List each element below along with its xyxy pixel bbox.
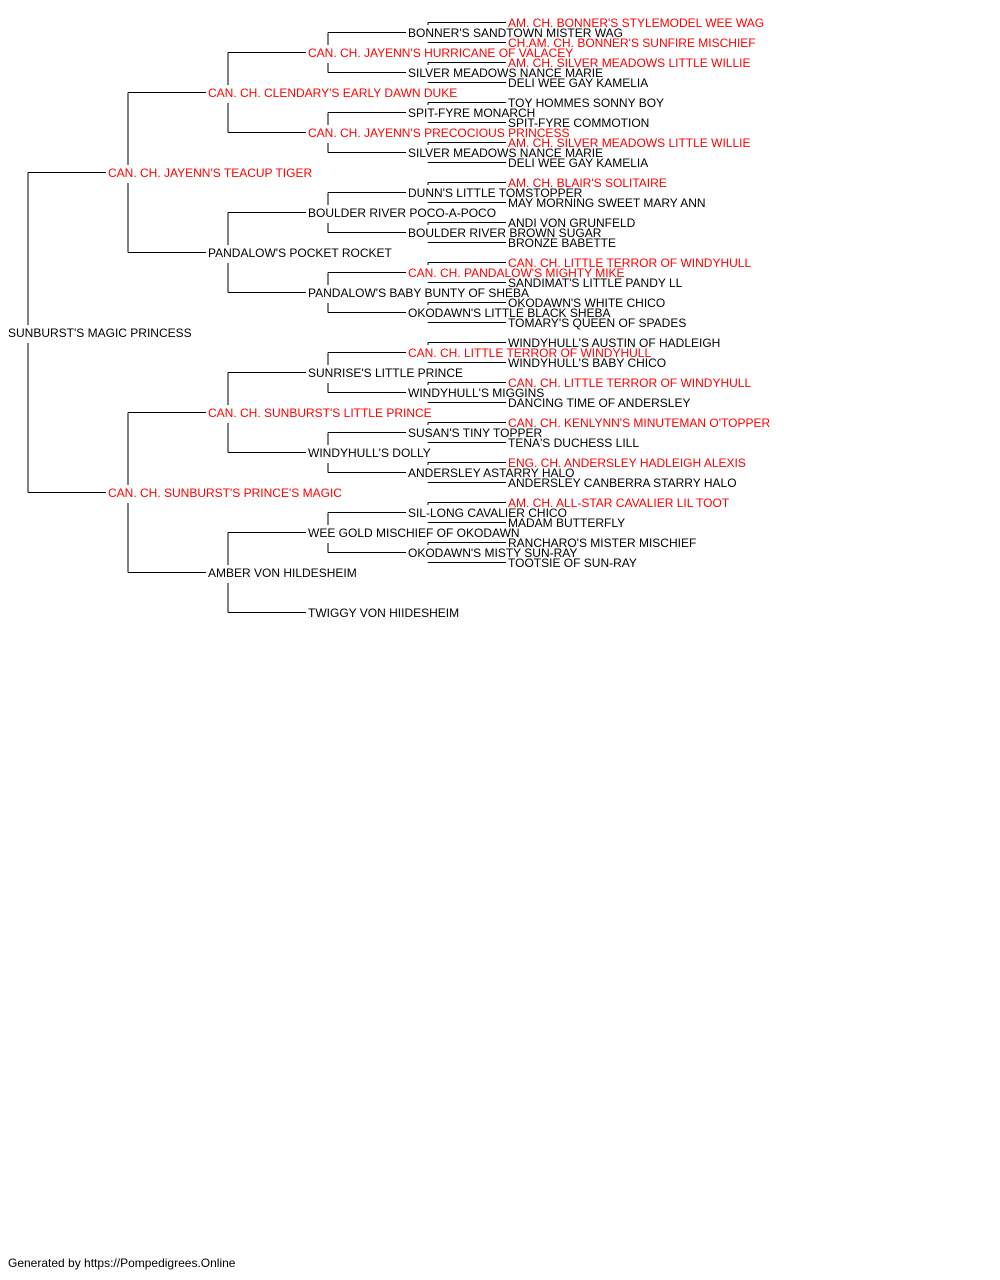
dog-name: TOY HOMMES SONNY BOY [508,96,664,110]
dog-name: DELI WEE GAY KAMELIA [508,76,648,90]
dog-name: AMBER VON HILDESHEIM [208,566,357,580]
champion-name: CAN. CH. SUNBURST'S PRINCE'S MAGIC [108,486,342,500]
dog-name: ANDERSLEY CANBERRA STARRY HALO [508,476,737,490]
dog-name: SILVER MEADOWS NANCE MARIE [408,146,603,160]
dog-name: WINDYHULL'S BABY CHICO [508,356,666,370]
champion-name: AM. CH. SILVER MEADOWS LITTLE WILLIE [508,56,751,70]
dog-name: PANDALOW'S BABY BUNTY OF SHEBA [308,286,529,300]
champion-name: AM. CH. ALL-STAR CAVALIER LIL TOOT [508,496,730,510]
champion-name: ENG. CH. ANDERSLEY HADLEIGH ALEXIS [508,456,746,470]
champion-name: CAN. CH. JAYENN'S HURRICANE OF VALACEY [308,46,573,60]
champion-name: CAN. CH. PANDALOW'S MIGHTY MIKE [408,266,625,280]
dog-name: DELI WEE GAY KAMELIA [508,156,648,170]
dog-name: SPIT-FYRE COMMOTION [508,116,649,130]
dog-name: OKODAWN'S MISTY SUN-RAY [408,546,577,560]
dog-name: WINDYHULL'S MIGGINS [408,386,544,400]
dog-name: BRONZE BABETTE [508,236,616,250]
champion-name: CAN. CH. KENLYNN'S MINUTEMAN O'TOPPER [508,416,771,430]
dog-name: RANCHARO'S MISTER MISCHIEF [508,536,696,550]
dog-name: TOMARY'S QUEEN OF SPADES [508,316,686,330]
dog-name: BOULDER RIVER POCO-A-POCO [308,206,496,220]
dog-name: OKODAWN'S LITTLE BLACK SHEBA [408,306,611,320]
champion-name: CAN. CH. SUNBURST'S LITTLE PRINCE [208,406,432,420]
dog-name: DUNN'S LITTLE TOMSTOPPER [408,186,583,200]
dog-name: SUNBURST'S MAGIC PRINCESS [8,326,192,340]
champion-name: CAN. CH. LITTLE TERROR OF WINDYHULL [508,376,751,390]
dog-name: BONNER'S SANDTOWN MISTER WAG [408,26,623,40]
dog-name: ANDI VON GRUNFELD [508,216,636,230]
champion-name: AM. CH. SILVER MEADOWS LITTLE WILLIE [508,136,751,150]
pedigree-tree: SUNBURST'S MAGIC PRINCESS CAN. CH. JAYENN… [8,16,771,620]
dog-name: TENA'S DUCHESS LILL [508,436,639,450]
dog-name: MAY MORNING SWEET MARY ANN [508,196,706,210]
dog-name: SILVER MEADOWS NANCE MARIE [408,66,603,80]
dog-name: BOULDER RIVER BROWN SUGAR [408,226,602,240]
dog-name: TOOTSIE OF SUN-RAY [508,556,637,570]
dog-name: TWIGGY VON HIIDESHEIM [308,606,459,620]
champion-name: CAN. CH. LITTLE TERROR OF WINDYHULL [408,346,651,360]
champion-name: CAN. CH. CLENDARY'S EARLY DAWN DUKE [208,86,457,100]
dog-name: SUSAN'S TINY TOPPER [408,426,542,440]
champion-name: AM. CH. BLAIR'S SOLITAIRE [508,176,667,190]
dog-name: ANDERSLEY ASTARRY HALO [408,466,575,480]
footer-credit: Generated by https://Pompedigrees.Online [8,1256,236,1270]
champion-name: CAN. CH. LITTLE TERROR OF WINDYHULL [508,256,751,270]
champion-name: CAN. CH. JAYENN'S PRECOCIOUS PRINCESS [308,126,569,140]
dog-name: SUNRISE'S LITTLE PRINCE [308,366,463,380]
dog-name: WINDYHULL'S AUSTIN OF HADLEIGH [508,336,720,350]
champion-name: AM. CH. BONNER'S STYLEMODEL WEE WAG [508,16,764,30]
dog-name: SANDIMAT'S LITTLE PANDY LL [508,276,683,290]
dog-name: PANDALOW'S POCKET ROCKET [208,246,393,260]
dog-name: OKODAWN'S WHITE CHICO [508,296,665,310]
dog-name: SIL-LONG CAVALIER CHICO [408,506,567,520]
dog-name: MADAM BUTTERFLY [508,516,625,530]
dog-name: SPIT-FYRE MONARCH [408,106,535,120]
champion-name: CAN. CH. JAYENN'S TEACUP TIGER [108,166,312,180]
dog-name: WEE GOLD MISCHIEF OF OKODAWN [308,526,520,540]
champion-name: CH.AM. CH. BONNER'S SUNFIRE MISCHIEF [508,36,756,50]
dog-name: WINDYHULL'S DOLLY [308,446,431,460]
dog-name: DANCING TIME OF ANDERSLEY [508,396,690,410]
